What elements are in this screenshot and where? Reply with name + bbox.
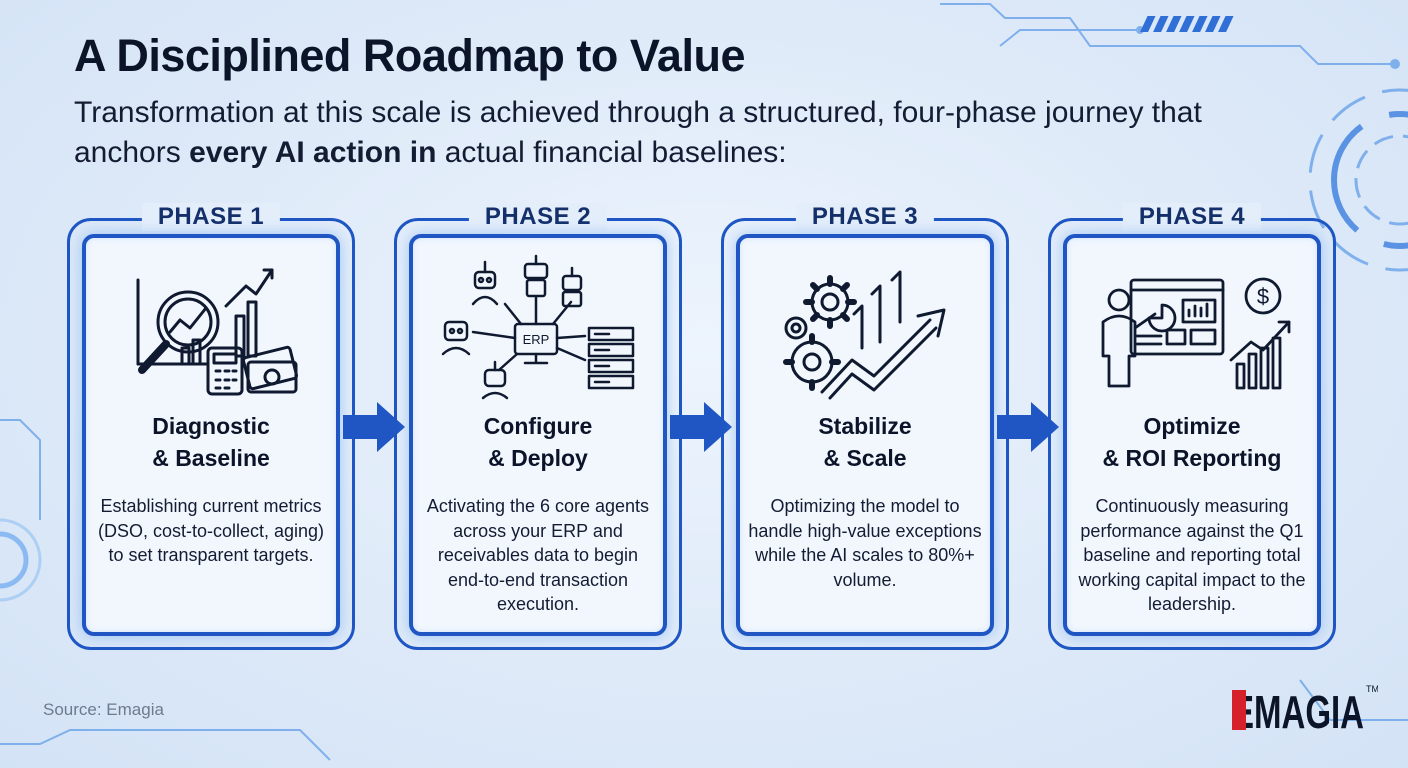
logo-accent (1232, 690, 1246, 730)
phase-2-to-3-arrow-icon (670, 402, 732, 452)
subtitle-text: Transformation at this scale is achieved… (74, 96, 1202, 169)
phase-3-label: PHASE 3 (795, 203, 935, 231)
gears-growth-arrows-icon (783, 270, 946, 400)
logo-text: EMAGIA (1232, 686, 1364, 736)
subtitle-text-end: actual financial baselines: (436, 136, 787, 169)
analytics-magnifier-icon (136, 268, 299, 396)
subtitle-emphasis: every AI action in (189, 136, 437, 169)
emagia-logo: EMAGIA TM (1232, 684, 1378, 736)
phase-1-title-line2: & Baseline (152, 445, 270, 471)
erp-text: ERP (523, 332, 550, 347)
phase-2-title: Configure & Deploy (413, 410, 663, 474)
phase-4-frame: PHASE 4 $ Optimize & ROI Reporting Conti… (1048, 203, 1336, 650)
phase-2-card: ERP Configure & Deploy Activating the 6 … (409, 234, 667, 636)
phase-2-label: PHASE 2 (468, 203, 608, 231)
phase-2-title-line2: & Deploy (488, 445, 588, 471)
phase-4-title-line2: & ROI Reporting (1102, 445, 1282, 471)
phase-1-title-line1: Diagnostic (152, 413, 270, 439)
source-note: Source: Emagia (43, 700, 164, 719)
phase-4-label: PHASE 4 (1122, 203, 1262, 231)
phase-3-description: Optimizing the model to handle high-valu… (748, 496, 982, 590)
phase-4-card: $ Optimize & ROI Reporting Continuously … (1063, 234, 1321, 636)
phase-4-title-line1: Optimize (1143, 413, 1241, 439)
phase-2-title-line1: Configure (483, 413, 593, 439)
phase-3-frame: PHASE 3 Stabilize & Scale (721, 203, 1009, 650)
phase-4-description: Continuously measuring performance again… (1078, 496, 1306, 614)
page-title: A Disciplined Roadmap to Value (74, 30, 745, 81)
dollar-text: $ (1257, 284, 1269, 309)
phase-1-title: Diagnostic & Baseline (86, 410, 336, 474)
phase-1-to-2-arrow-icon (343, 402, 405, 452)
phase-1-label: PHASE 1 (141, 203, 281, 231)
phase-1-card: Diagnostic & Baseline Establishing curre… (82, 234, 340, 636)
phase-1-description: Establishing current metrics (DSO, cost-… (97, 496, 325, 565)
phase-2-frame: PHASE 2 ERP Configure & (394, 203, 682, 650)
phase-3-card: Stabilize & Scale Optimizing the model t… (736, 234, 994, 636)
page-subtitle: Transformation at this scale is achieved… (74, 93, 1204, 173)
phase-3-title: Stabilize & Scale (740, 410, 990, 474)
presenter-roi-icon: $ (1101, 277, 1291, 390)
phase-3-to-4-arrow-icon (997, 402, 1059, 452)
phase-3-title-line1: Stabilize (818, 413, 912, 439)
phase-3-title-line2: & Scale (823, 445, 907, 471)
phase-2-description: Activating the 6 core agents across your… (426, 496, 650, 614)
phase-1-frame: PHASE 1 Diagnostic & Baseline Establishi… (67, 203, 355, 650)
erp-agents-network-icon: ERP (441, 254, 635, 400)
phase-4-title: Optimize & ROI Reporting (1067, 410, 1317, 474)
logo-trademark: TM (1366, 684, 1378, 694)
